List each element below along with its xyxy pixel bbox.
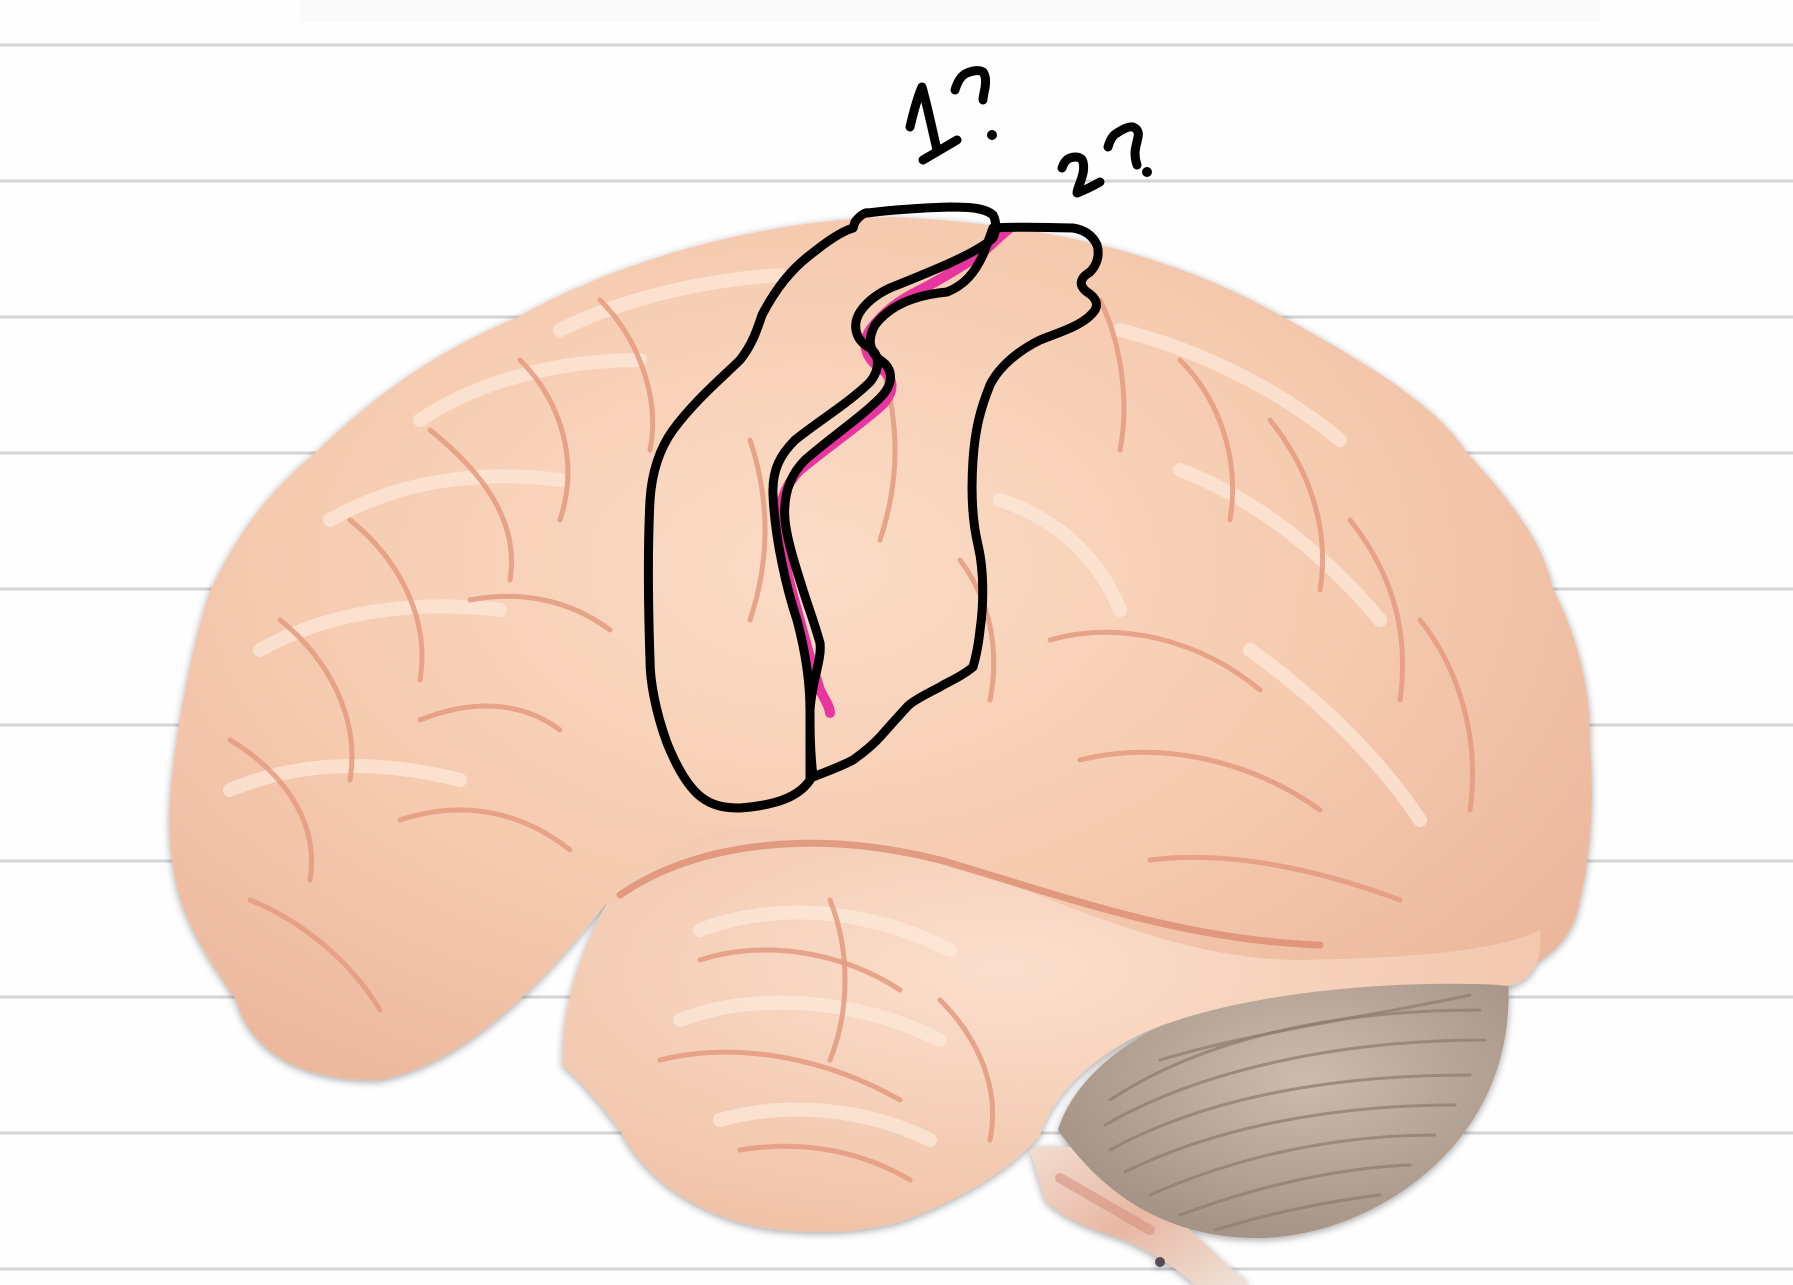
brainstem <box>1030 1146 1250 1285</box>
cerebellum <box>1058 969 1509 1239</box>
label-2-question-dot <box>1142 167 1152 177</box>
cerebellum-folia <box>1103 993 1487 1232</box>
label-1-question-mark <box>950 66 991 105</box>
gyri-highlights <box>223 268 1427 1147</box>
temporal-lobe <box>562 827 1541 1232</box>
brain-model <box>169 217 1592 1285</box>
label-2-digit <box>1057 152 1105 198</box>
label-2-question-mark <box>1103 122 1143 170</box>
annotation-layer <box>644 66 1152 813</box>
cerebrum <box>169 217 1592 1136</box>
label-2 <box>1057 122 1152 198</box>
label-1-question-dot <box>987 130 997 140</box>
label-1 <box>905 66 997 165</box>
label-1-digit <box>905 82 962 165</box>
page-top-shade <box>300 0 1600 22</box>
outlined-region-2 <box>780 222 1103 782</box>
sulci <box>227 297 1475 1183</box>
